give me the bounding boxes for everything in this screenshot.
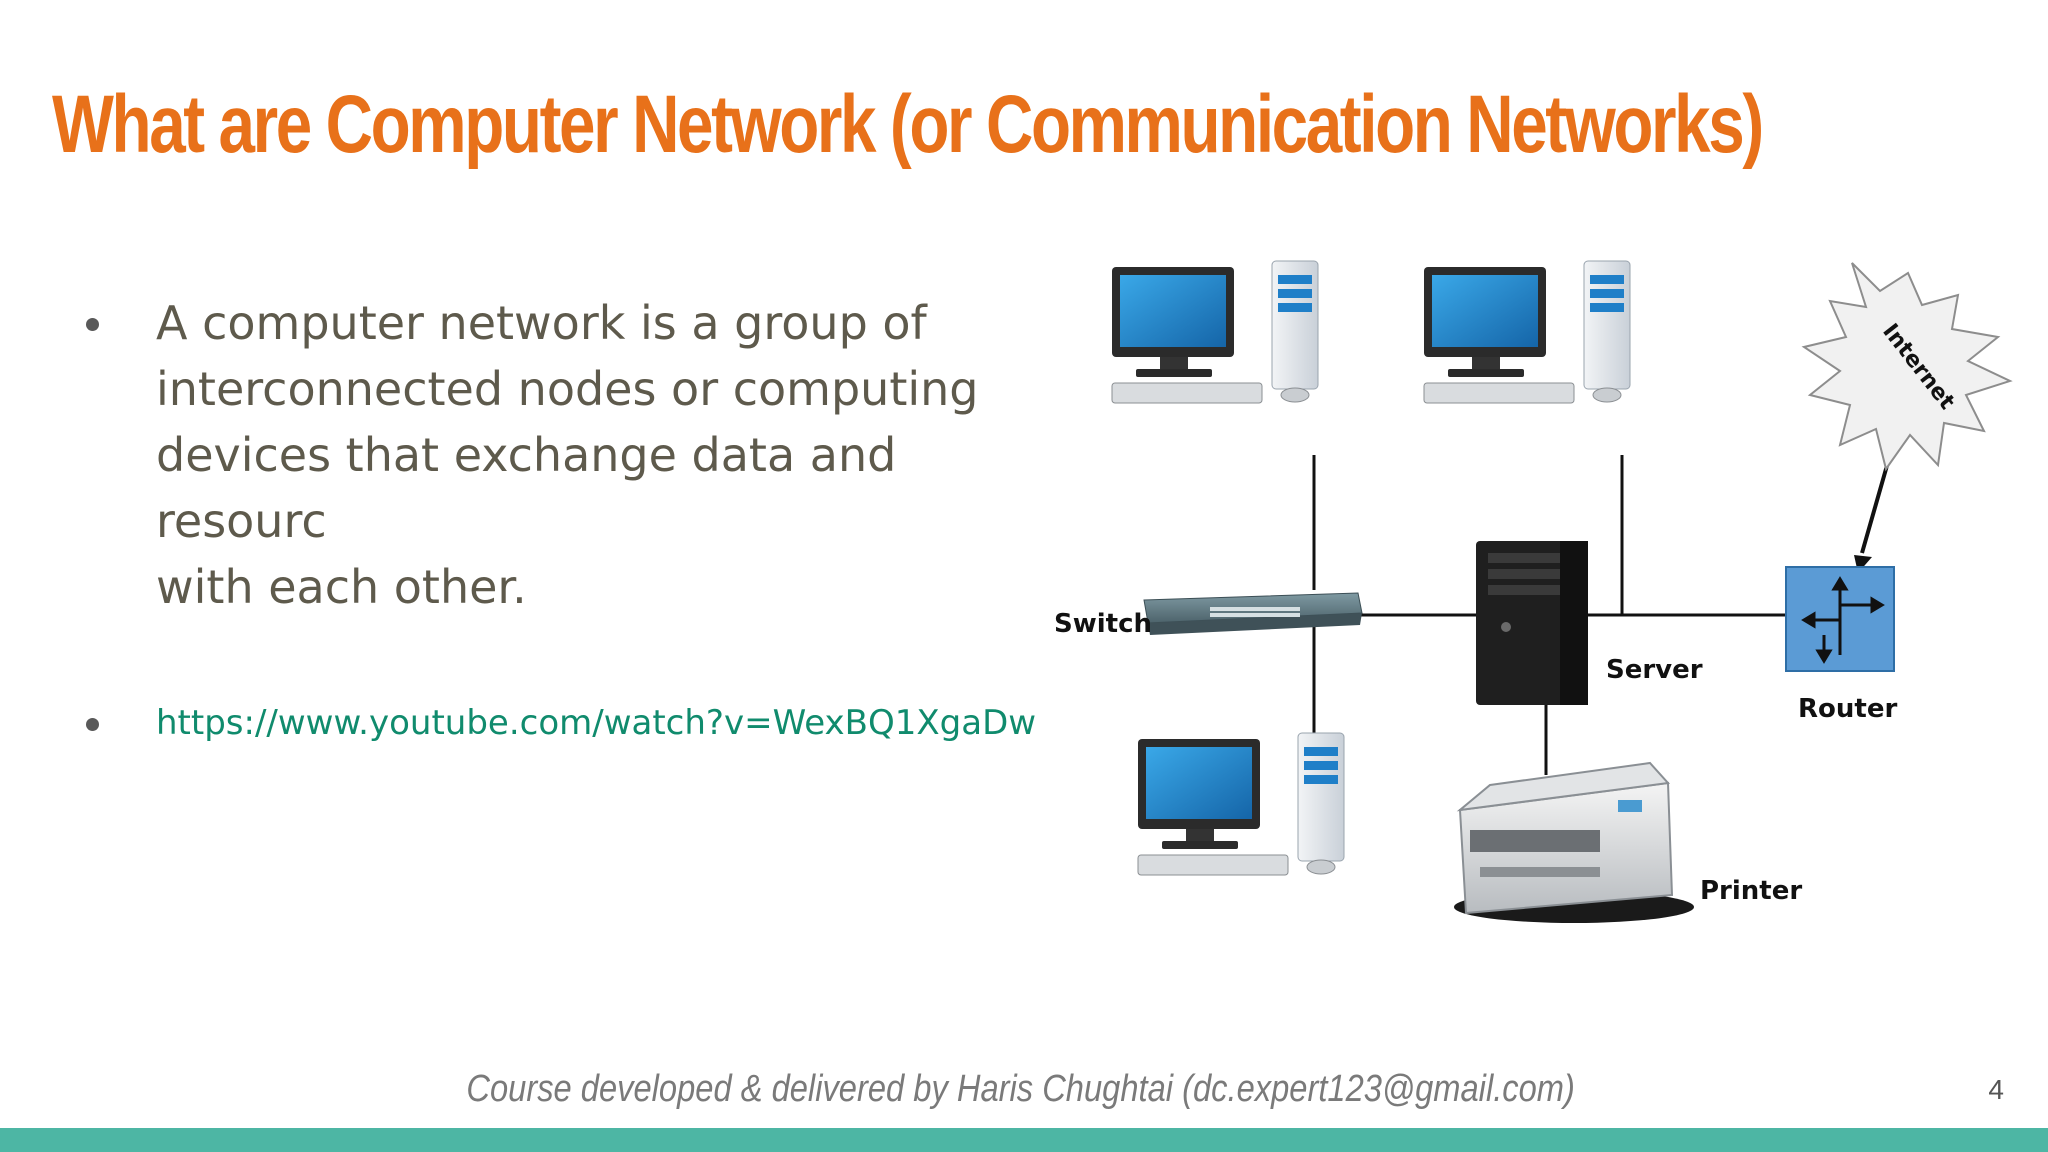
server-icon bbox=[1476, 541, 1588, 705]
router-icon bbox=[1785, 566, 1895, 672]
printer-icon bbox=[1454, 761, 1694, 923]
bullet-text: A computer network is a group of interco… bbox=[156, 296, 979, 614]
footer-credit: Course developed & delivered by Haris Ch… bbox=[466, 1068, 1575, 1110]
bullet-dot-icon bbox=[86, 318, 99, 331]
printer-label: Printer bbox=[1700, 876, 1802, 906]
internet-cloud-icon bbox=[1801, 262, 2013, 472]
internet-arrow bbox=[1860, 454, 1892, 554]
switch-icon bbox=[1143, 592, 1363, 635]
workstation-icon bbox=[1111, 260, 1319, 404]
workstation-icon bbox=[1423, 260, 1631, 404]
switch-label: Switch bbox=[1054, 609, 1152, 639]
bottom-accent-bar bbox=[0, 1128, 2048, 1152]
workstation-icon bbox=[1137, 732, 1345, 876]
youtube-link[interactable]: https://www.youtube.com/watch?v=WexBQ1Xg… bbox=[156, 703, 1037, 743]
bullet-item-link: https://www.youtube.com/watch?v=WexBQ1Xg… bbox=[78, 690, 1058, 756]
router-label: Router bbox=[1798, 694, 1897, 724]
bullet-list: A computer network is a group of interco… bbox=[78, 290, 1058, 756]
slide-title: What are Computer Network (or Communicat… bbox=[52, 79, 1764, 170]
page-number: 4 bbox=[1988, 1074, 2004, 1105]
bullet-item: A computer network is a group of interco… bbox=[78, 290, 1058, 620]
network-cables bbox=[1312, 455, 1792, 775]
network-diagram: Switch Server Router Internet bbox=[1054, 260, 2013, 923]
bullet-dot-icon bbox=[86, 718, 99, 731]
server-label: Server bbox=[1606, 655, 1703, 685]
